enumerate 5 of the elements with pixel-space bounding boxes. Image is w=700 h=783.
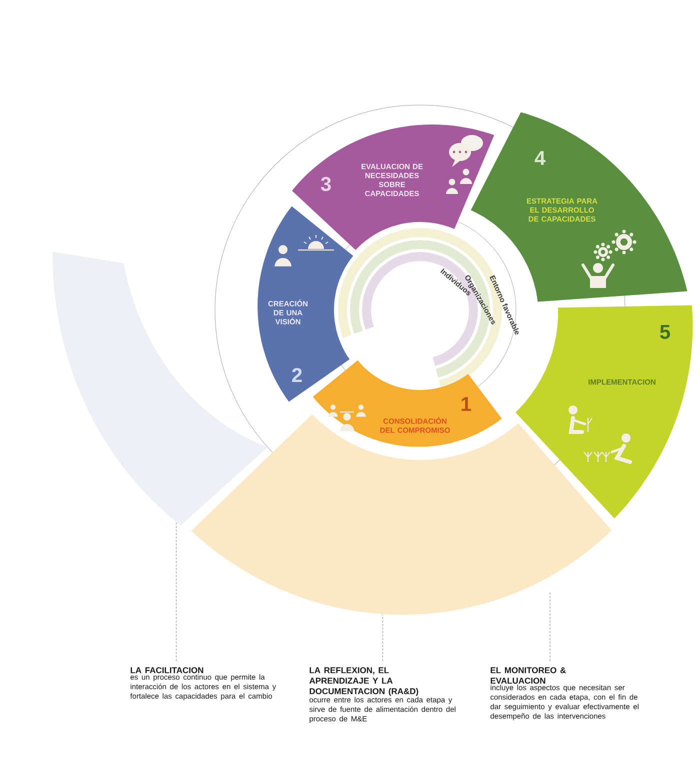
heading: LA FACILITACION <box>130 667 204 674</box>
band <box>52 252 268 526</box>
heading: LA REFLEXION, EL APRENDIZAJE Y LA DOCUMENTACION (RA&D) <box>309 667 418 696</box>
band <box>191 414 612 615</box>
heading: EL MONITOREO & EVALUACION <box>490 667 566 684</box>
